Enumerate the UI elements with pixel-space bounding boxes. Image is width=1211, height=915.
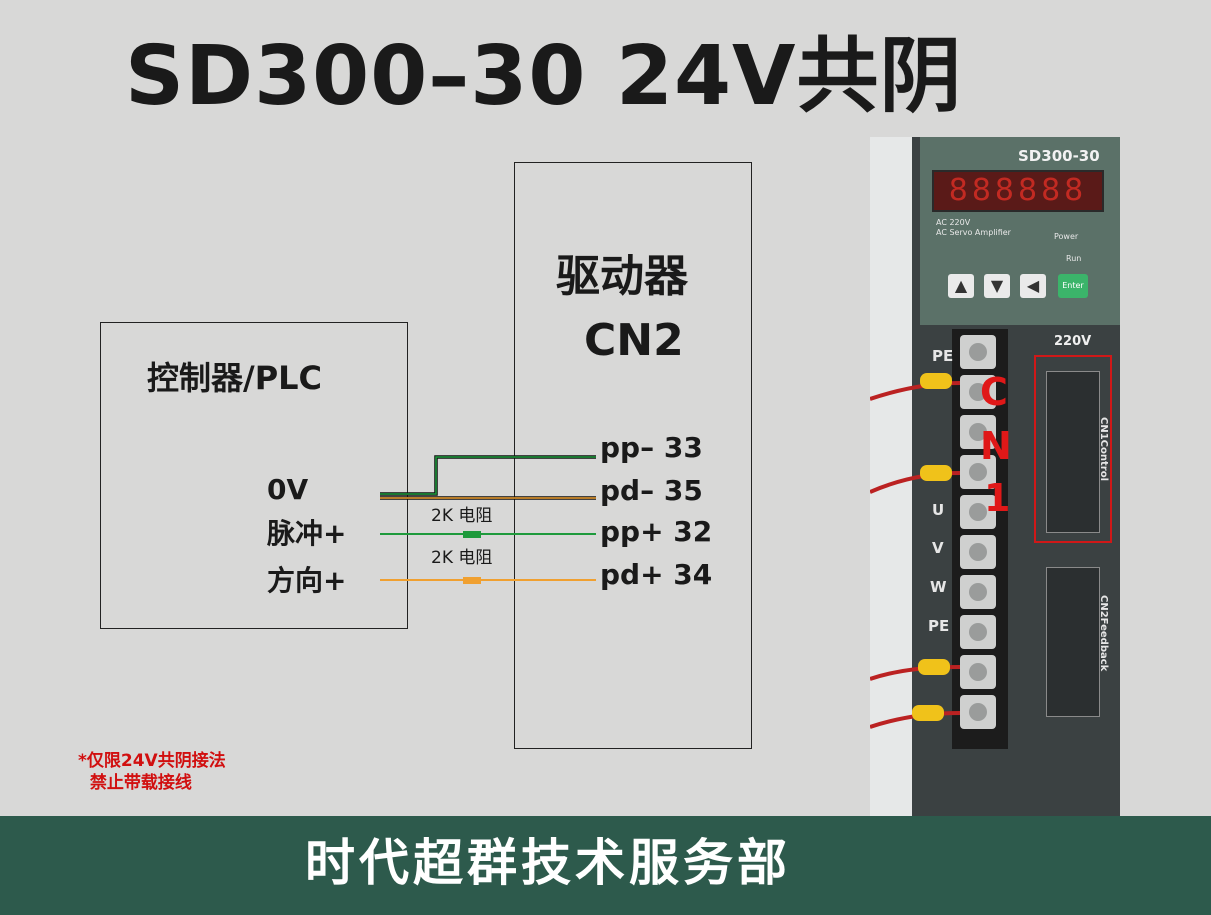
terminal-label-u: U (932, 501, 945, 519)
terminal-label-w: W (930, 578, 947, 596)
cn2-label: CN2Feedback (1098, 595, 1109, 672)
resistor-label-1: 2K 电阻 (431, 506, 493, 526)
pin-pp-plus: pp+ 32 (600, 515, 713, 548)
power-wires (870, 373, 961, 729)
warning-note: *仅限24V共阴接法 禁止带载接线 (78, 750, 226, 794)
cn-letter-1: 1 (984, 476, 1011, 520)
terminal-screw (960, 655, 996, 689)
terminal-screw (960, 695, 996, 729)
driver-connector: CN2 (584, 315, 684, 366)
driver-title: 驱动器 (556, 251, 688, 302)
ac-label-1: AC 220V (936, 218, 971, 227)
left-key-icon: ◀ (1020, 274, 1046, 298)
terminal-screw (960, 615, 996, 649)
terminal-screw (960, 495, 996, 529)
down-key-icon: ▼ (984, 274, 1010, 298)
cn-letter-n: N (980, 424, 1012, 468)
led-display: 888888 (932, 170, 1104, 212)
terminal-label-pe2: PE (928, 617, 950, 635)
wire-pp-minus-color (380, 456, 596, 495)
signal-0v: 0V (267, 473, 309, 506)
warning-line-2: 禁止带载接线 (89, 773, 192, 794)
wire-pp-minus (380, 455, 596, 496)
controller-box (100, 322, 408, 629)
terminal-label-pe: PE (932, 347, 954, 365)
pin-pd-minus: pd– 35 (600, 474, 703, 507)
pin-pp-minus: pp– 33 (600, 431, 703, 464)
pin-pd-plus: pd+ 34 (600, 558, 713, 591)
resistor-pp-plus (463, 531, 481, 538)
resistor-label-2: 2K 电阻 (431, 548, 493, 568)
voltage-label: 220V (1054, 334, 1092, 349)
footer-text: 时代超群技术服务部 (305, 834, 791, 892)
terminal-screw (960, 575, 996, 609)
warning-line-1: *仅限24V共阴接法 (78, 751, 226, 771)
signal-direction: 方向+ (267, 564, 347, 597)
cn2-connector (1046, 567, 1100, 717)
terminal-screw (960, 335, 996, 369)
controller-title: 控制器/PLC (147, 359, 323, 397)
enter-key: Enter (1058, 274, 1088, 298)
cn-letter-c: C (980, 370, 1008, 414)
terminal-screw (960, 375, 996, 409)
cn1-highlight (1034, 355, 1112, 543)
signal-pulse: 脉冲+ (267, 517, 347, 550)
cn1-connector (1046, 371, 1100, 533)
diagram-title: SD300–30 24V共阴 (125, 29, 963, 124)
terminal-label-v: V (932, 539, 944, 557)
power-label: Power (1054, 232, 1079, 241)
footer-bar (0, 816, 1211, 915)
terminal-screw (960, 455, 996, 489)
resistor-pd-plus (463, 577, 481, 584)
terminal-screw (960, 535, 996, 569)
run-label: Run (1066, 254, 1082, 263)
terminal-screw (960, 415, 996, 449)
drive-model: SD300-30 (1018, 147, 1100, 165)
up-key-icon: ▲ (948, 274, 974, 298)
ac-label-2: AC Servo Amplifier (936, 228, 1011, 237)
drive-photo: SD300-30 888888 AC 220V AC Servo Amplifi… (870, 137, 1120, 816)
cn1-label: CN1Control (1098, 417, 1109, 482)
